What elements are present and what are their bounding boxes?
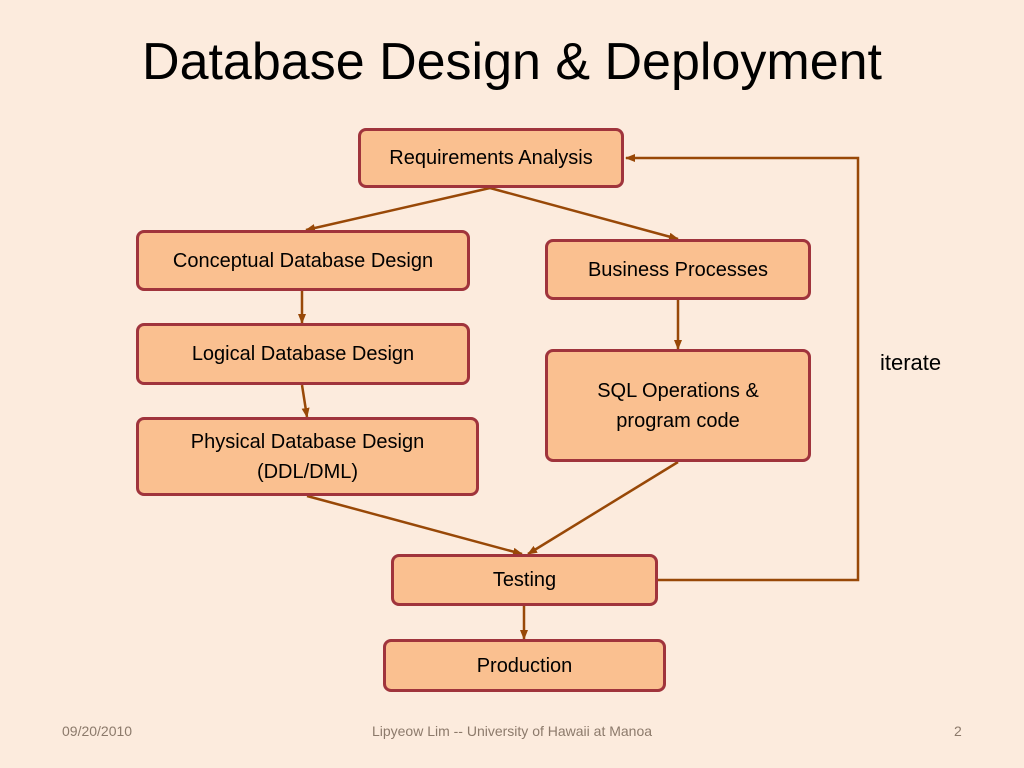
node-business-processes: Business Processes bbox=[545, 239, 811, 300]
arrow-iterate-loop bbox=[625, 154, 860, 582]
node-conceptual-database-design: Conceptual Database Design bbox=[136, 230, 470, 291]
arrow-sql-to-testing bbox=[527, 460, 679, 556]
arrow-requirements-to-conceptual bbox=[305, 186, 491, 232]
slide-title: Database Design & Deployment bbox=[142, 33, 882, 91]
node-logical-database-design: Logical Database Design bbox=[136, 323, 470, 385]
node-testing: Testing bbox=[391, 554, 658, 606]
footer-date: 09/20/2010 bbox=[62, 723, 133, 739]
iterate-label: iterate bbox=[880, 350, 942, 375]
arrow-logical-to-physical bbox=[300, 384, 310, 418]
node-production: Production bbox=[383, 639, 666, 692]
arrow-physical-to-testing bbox=[306, 494, 523, 556]
node-sql-operations: SQL Operations & program code bbox=[545, 349, 811, 462]
node-requirements-analysis: Requirements Analysis bbox=[358, 128, 624, 188]
node-physical-database-design: Physical Database Design (DDL/DML) bbox=[136, 417, 479, 496]
footer-page-number: 2 bbox=[954, 723, 962, 739]
footer-author: Lipyeow Lim -- University of Hawaii at M… bbox=[371, 723, 653, 739]
arrow-requirements-to-business bbox=[489, 186, 679, 241]
